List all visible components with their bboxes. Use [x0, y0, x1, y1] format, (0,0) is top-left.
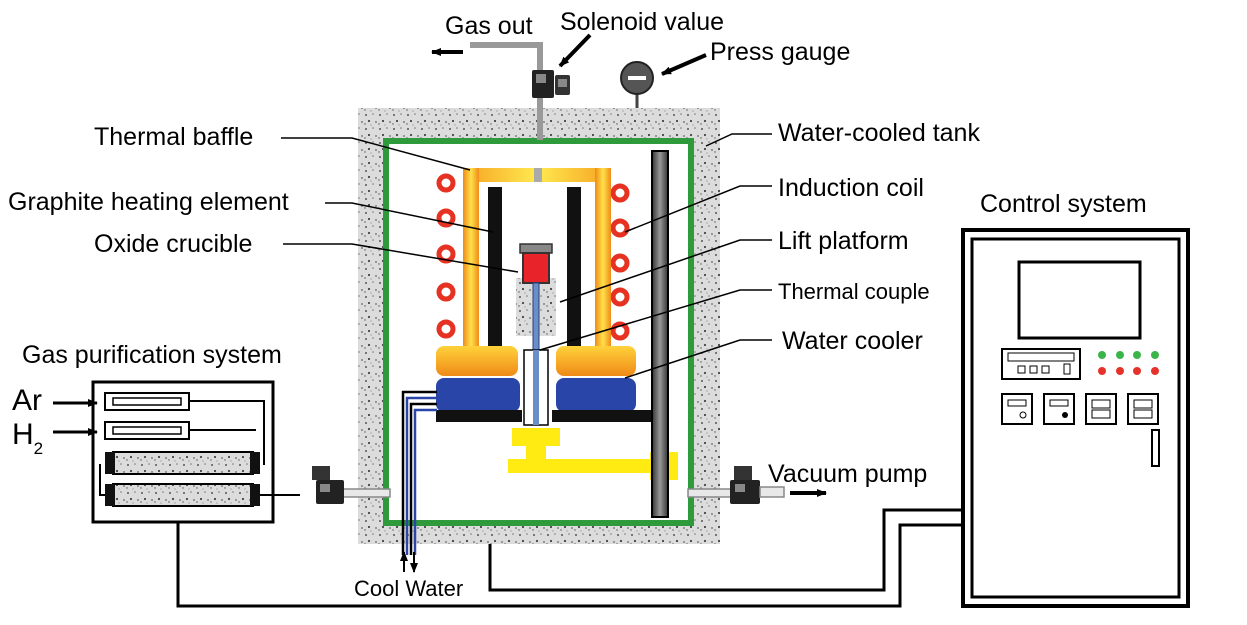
water-cooler-left	[436, 378, 520, 412]
label-ar: Ar	[12, 384, 42, 417]
label-induction-coil: Induction coil	[778, 174, 924, 202]
control-cabinet	[961, 228, 1190, 608]
filter-cartridge-2	[105, 483, 260, 507]
pressure-gauge	[620, 61, 654, 108]
solenoid-valve-top	[532, 70, 570, 98]
label-h2: H2	[12, 418, 43, 458]
label-graphite-heating-element: Graphite heating element	[8, 188, 289, 216]
label-gas-out: Gas out	[445, 12, 533, 40]
status-leds-red	[1098, 367, 1159, 375]
status-leds-green	[1098, 351, 1159, 359]
induction-coil-right	[610, 183, 630, 341]
meter-4	[1127, 393, 1159, 425]
hot-pad-right	[556, 346, 636, 376]
solenoid-valve-vacuum	[730, 466, 785, 504]
cool-water-pipes	[401, 390, 437, 555]
label-thermal-couple: Thermal couple	[778, 279, 930, 304]
solenoid-valve-inlet	[312, 466, 344, 504]
solenoid-arrow	[558, 33, 592, 68]
thermal-baffle	[463, 168, 611, 353]
label-lift-platform: Lift platform	[778, 227, 909, 255]
label-control-system: Control system	[980, 190, 1147, 218]
graphite-element-right	[567, 187, 581, 348]
purifier-ar-tube	[104, 392, 190, 411]
label-thermal-baffle: Thermal baffle	[94, 123, 253, 151]
filter-cartridge-1	[105, 451, 260, 475]
lift-rod	[651, 150, 669, 518]
control-cables	[176, 508, 963, 608]
label-h2-base: H	[12, 418, 34, 451]
label-h2-subscript: 2	[34, 439, 43, 458]
cabinet-handle	[1151, 429, 1160, 467]
induction-coil-left	[436, 173, 456, 339]
label-water-cooled-tank: Water-cooled tank	[778, 119, 980, 147]
gas-inlet-pipe	[341, 488, 391, 498]
label-vacuum-pump: Vacuum pump	[768, 460, 927, 488]
gas-out-pipe	[470, 42, 543, 140]
leader-lines	[281, 133, 772, 379]
hot-pad-left	[436, 346, 518, 376]
thermocouple-in-shaft	[533, 350, 539, 425]
base-plate-left	[436, 410, 522, 422]
meter-1	[1001, 393, 1033, 425]
label-water-cooler: Water cooler	[782, 327, 923, 355]
purifier-h2-tube	[104, 421, 190, 440]
label-solenoid-value: Solenoid value	[560, 8, 724, 36]
label-oxide-crucible: Oxide crucible	[94, 230, 252, 258]
vacuum-outlet-pipe	[687, 488, 735, 498]
label-press-gauge: Press gauge	[710, 38, 850, 66]
label-cool-water: Cool Water	[354, 576, 463, 601]
water-cooler-right	[556, 378, 636, 412]
base-plate-right	[552, 410, 652, 422]
meter-2	[1043, 393, 1075, 425]
label-gas-purification-system: Gas purification system	[22, 341, 282, 369]
press-gauge-arrow	[661, 53, 707, 76]
meter-3	[1085, 393, 1117, 425]
cabinet-screen	[1017, 260, 1142, 340]
